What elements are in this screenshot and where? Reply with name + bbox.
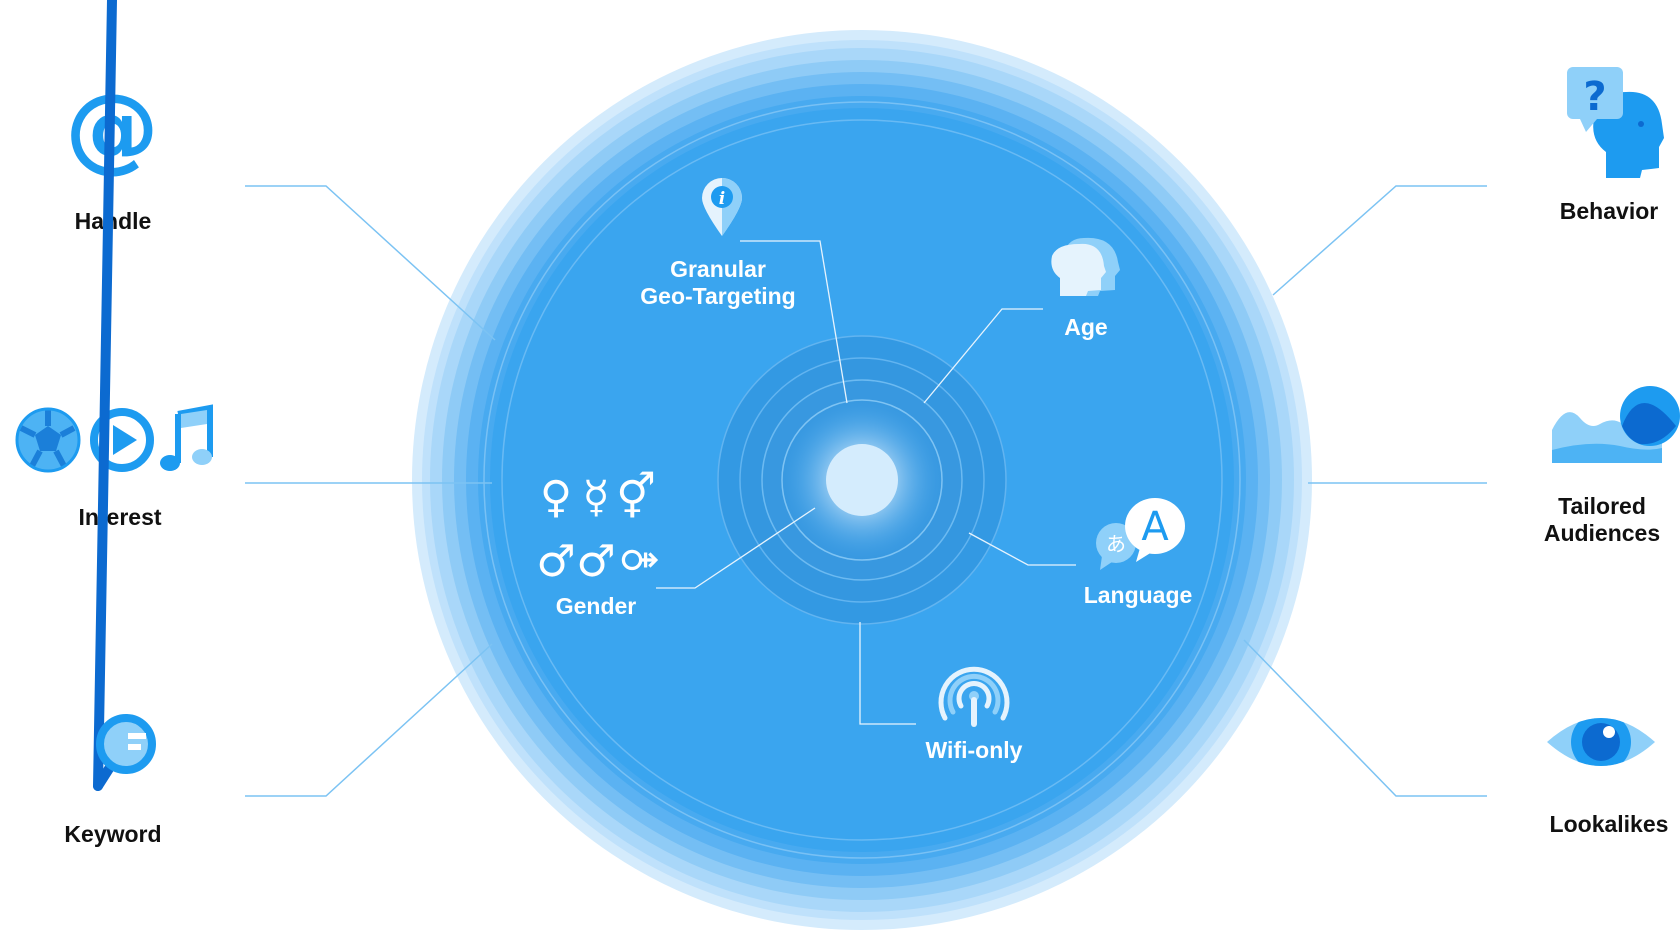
gender-symbol: ⚥: [616, 471, 656, 523]
interest-group: Interest: [15, 404, 213, 530]
connector-wifi: [859, 622, 916, 725]
label-tailored-line1: Tailored: [1558, 493, 1646, 519]
heads-icon: [1051, 237, 1120, 296]
label-age: Age: [1064, 314, 1107, 340]
play-icon: [90, 408, 154, 472]
center-ring-1-line: [717, 335, 1007, 625]
connector-age: [923, 308, 1043, 404]
label-tailored-line2: Audiences: [1544, 520, 1660, 546]
label-lookalikes: Lookalikes: [1550, 811, 1669, 837]
svg-text:A: A: [1141, 504, 1169, 550]
gender-group: ♀ ☿ ⚥ ♂ ♂ ⚩ Gender: [536, 471, 658, 619]
connector-lookalikes: [1243, 639, 1487, 797]
inner-connectors: [656, 240, 1076, 725]
eye-icon: [1547, 718, 1655, 766]
label-geo-line2: Geo-Targeting: [640, 283, 795, 309]
connector-gender: [656, 507, 816, 589]
magnifier-icon: [93, 0, 156, 791]
label-interest: Interest: [78, 504, 161, 530]
soccer-ball-icon: [15, 407, 81, 473]
gender-symbol: ♂: [576, 536, 615, 587]
head-question-icon: ?: [1567, 67, 1664, 178]
svg-text:i: i: [719, 189, 725, 209]
connector-keyword: [245, 643, 493, 797]
connector-geo: [740, 240, 848, 404]
geo-targeting-group: i Granular Geo-Targeting: [640, 178, 796, 309]
gender-symbols-icon: ♀ ☿ ⚥ ♂ ♂ ⚩: [536, 471, 658, 587]
svg-text:?: ?: [1583, 74, 1606, 120]
ring-line-2: [483, 101, 1241, 859]
gender-symbol: ⚩: [622, 536, 659, 587]
lookalikes-group: Lookalikes: [1547, 718, 1669, 837]
gender-symbol: ♀: [540, 472, 572, 523]
tailored-audiences-group: Tailored Audiences: [1544, 386, 1680, 546]
label-language: Language: [1084, 582, 1193, 608]
language-group: あ A Language: [1084, 498, 1193, 608]
center-ring-2-line: [739, 357, 985, 603]
connector-behavior: [1272, 185, 1487, 296]
label-behavior: Behavior: [1560, 198, 1658, 224]
gender-symbol: ☿: [582, 472, 609, 523]
connector-language: [968, 532, 1076, 566]
music-note-icon: [160, 404, 213, 471]
label-gender: Gender: [556, 593, 637, 619]
ring-line-1: [501, 119, 1223, 841]
gender-symbol: ♂: [536, 536, 575, 587]
keyword-group: Keyword: [64, 0, 162, 847]
mountain-chart-icon: [1552, 386, 1680, 463]
label-wifi: Wifi-only: [926, 737, 1023, 763]
label-geo-line1: Granular: [670, 256, 766, 282]
outer-connectors: [245, 185, 1487, 797]
center-target: [717, 335, 1007, 625]
connector-handle: [245, 185, 496, 341]
wifi-signal-icon: [938, 666, 1010, 727]
svg-text:あ: あ: [1106, 532, 1126, 556]
center-ring-3-line: [761, 379, 963, 581]
speech-bubbles-icon: あ A: [1096, 498, 1185, 570]
label-keyword: Keyword: [64, 821, 161, 847]
center-dot: [826, 444, 898, 516]
wifi-group: Wifi-only: [926, 666, 1023, 763]
map-pin-icon: i: [702, 178, 742, 236]
age-group: Age: [1051, 237, 1120, 340]
behavior-group: ? Behavior: [1560, 67, 1664, 224]
